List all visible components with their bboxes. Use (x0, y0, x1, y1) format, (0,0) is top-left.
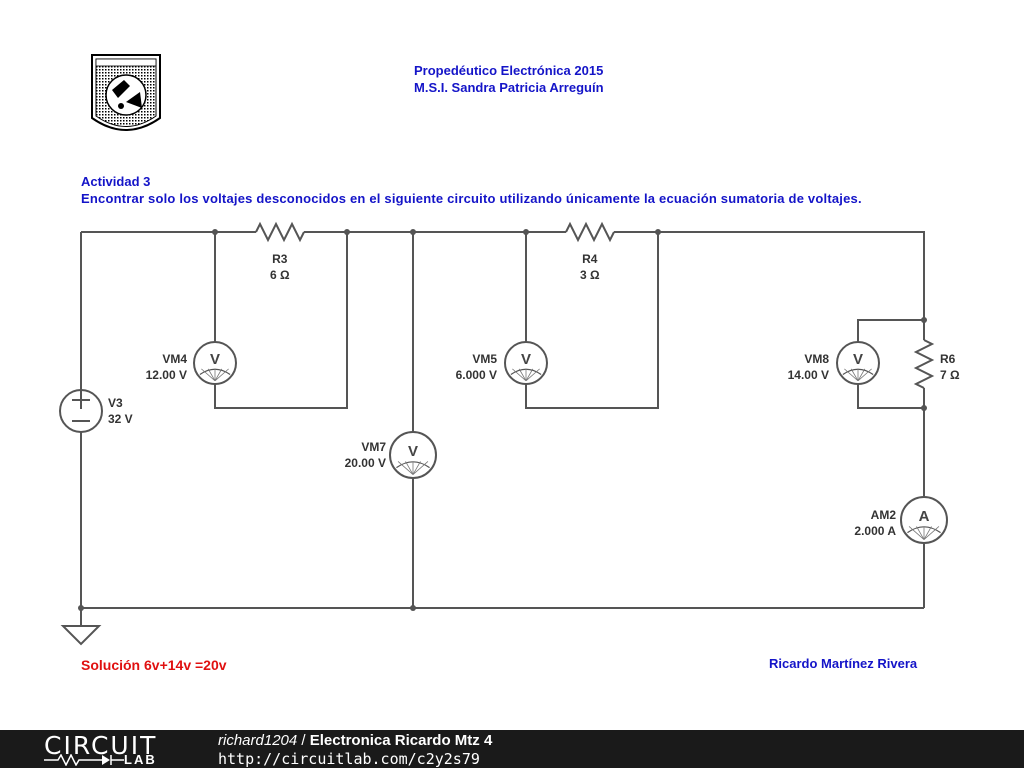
am2-value: 2.000 A (854, 524, 896, 538)
circuitlab-logo[interactable]: CIRCUIT (44, 731, 158, 760)
author-name: Ricardo Martínez Rivera (769, 656, 918, 671)
instructor-name: M.S.I. Sandra Patricia Arreguín (414, 80, 604, 95)
credit-separator: / (297, 732, 310, 749)
vm5-value: 6.000 V (455, 368, 497, 382)
r4-value: 3 Ω (580, 268, 600, 282)
course-title: Propedéutico Electrónica 2015 (414, 63, 604, 78)
vm5-label: VM5 6.000 V (456, 351, 497, 383)
am2-label: AM2 2.000 A (854, 507, 896, 539)
vm7-value: 20.00 V (344, 456, 386, 470)
wires (60, 221, 935, 646)
vm7-meter-icon: V (389, 431, 437, 479)
vm8-name: VM8 (804, 352, 829, 366)
vm4-name: VM4 (162, 352, 187, 366)
r4-name: R4 (582, 252, 598, 266)
solution-text: Solución 6v+14v =20v (81, 657, 227, 673)
am2-meter-symbol: A (919, 508, 930, 525)
vm8-meter-symbol: V (853, 351, 863, 368)
v3-name: V3 (108, 396, 123, 410)
vm7-label: VM7 20.00 V (345, 439, 386, 471)
vm7-name: VM7 (361, 440, 386, 454)
r3-label: R3 6 Ω (270, 251, 290, 283)
vm4-label: VM4 12.00 V (146, 351, 187, 383)
r6-name: R6 (940, 352, 956, 366)
circuit-credit: richard1204 / Electronica Ricardo Mtz 4 (218, 732, 492, 749)
vm5-meter-icon: V (504, 341, 548, 385)
r6-value: 7 Ω (940, 368, 960, 382)
activity-instructions: Encontrar solo los voltajes desconocidos… (81, 191, 862, 206)
vm5-meter-symbol: V (521, 351, 531, 368)
junction-dots (78, 229, 927, 611)
vm4-meter-symbol: V (210, 351, 220, 368)
voltage-source-v3 (59, 389, 103, 433)
footer-bar: CIRCUIT LAB richard1204 / Electronica Ri… (0, 730, 1024, 768)
am2-name: AM2 (870, 508, 896, 522)
vm8-meter-icon: V (836, 341, 880, 385)
am2-meter-icon: A (900, 496, 948, 544)
circuit-url[interactable]: http://circuitlab.com/c2y2s79 (218, 750, 480, 768)
r4-label: R4 3 Ω (580, 251, 600, 283)
faculty-logo (91, 54, 161, 131)
r3-value: 6 Ω (270, 268, 290, 282)
r3-name: R3 (272, 252, 288, 266)
vm7-meter-symbol: V (408, 443, 418, 460)
v3-value: 32 V (108, 412, 133, 426)
vm5-name: VM5 (472, 352, 497, 366)
vm8-value: 14.00 V (787, 368, 829, 382)
vm4-value: 12.00 V (145, 368, 187, 382)
r6-label: R6 7 Ω (940, 351, 960, 383)
circuit-title: Electronica Ricardo Mtz 4 (309, 732, 493, 749)
author-username[interactable]: richard1204 (218, 732, 298, 749)
activity-title: Actividad 3 (81, 174, 151, 189)
resistor-diode-icon (44, 754, 124, 766)
circuit-schematic: V V V V A (59, 54, 948, 646)
vm4-meter-icon: V (193, 341, 237, 385)
vm8-label: VM8 14.00 V (788, 351, 829, 383)
v3-label: V3 32 V (108, 395, 133, 427)
circuitlab-logo-lab: LAB (124, 752, 157, 767)
